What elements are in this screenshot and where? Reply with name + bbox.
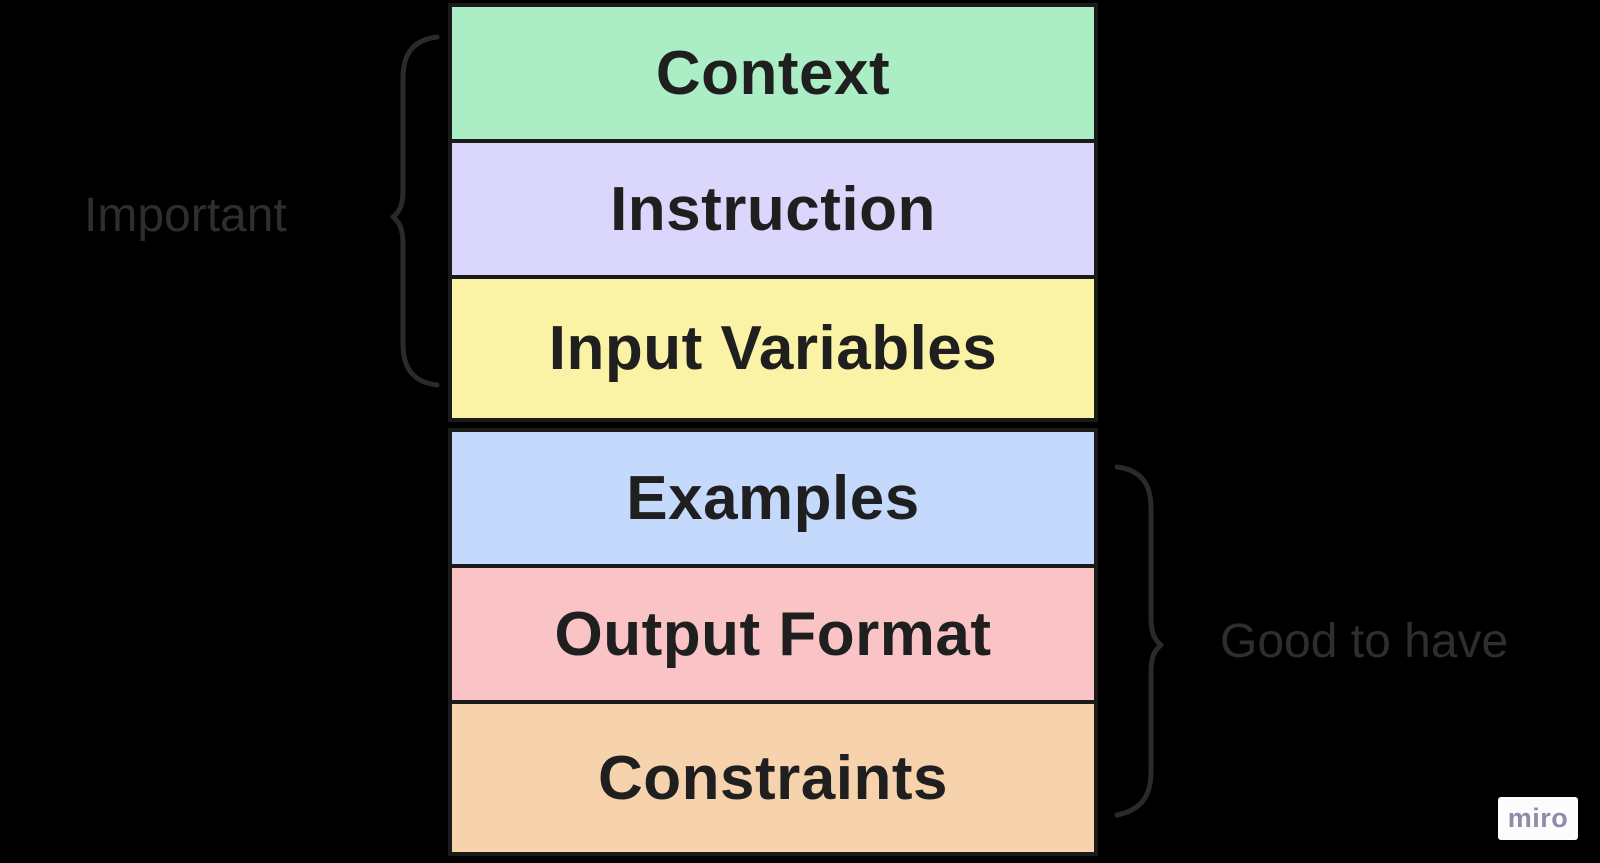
miro-logo-text: miro	[1507, 803, 1569, 833]
right-curly-brace	[1114, 464, 1164, 818]
good-to-have-label: Good to have	[1220, 615, 1509, 668]
stack-box-label: Input Variables	[548, 314, 998, 383]
important-label: Important	[84, 189, 287, 242]
important-brace	[390, 34, 440, 388]
stack-box-constraints[interactable]: Constraints	[448, 700, 1098, 856]
stack-box-input-variables[interactable]: Input Variables	[448, 275, 1098, 422]
stack-box-instruction[interactable]: Instruction	[448, 139, 1098, 279]
stack-box-label: Instruction	[610, 174, 936, 244]
miro-watermark-badge[interactable]: miro	[1498, 797, 1578, 840]
stack-box-label: Output Format	[554, 599, 992, 669]
stack-box-label: Constraints	[598, 743, 948, 813]
good-to-have-brace	[1114, 464, 1164, 818]
stack-box-context[interactable]: Context	[448, 3, 1098, 143]
stack-box-examples[interactable]: Examples	[448, 428, 1098, 568]
left-curly-brace	[390, 34, 440, 388]
stack-box-output-format[interactable]: Output Format	[448, 564, 1098, 704]
stack-box-label: Context	[655, 38, 891, 108]
stack-box-label: Examples	[626, 463, 920, 533]
